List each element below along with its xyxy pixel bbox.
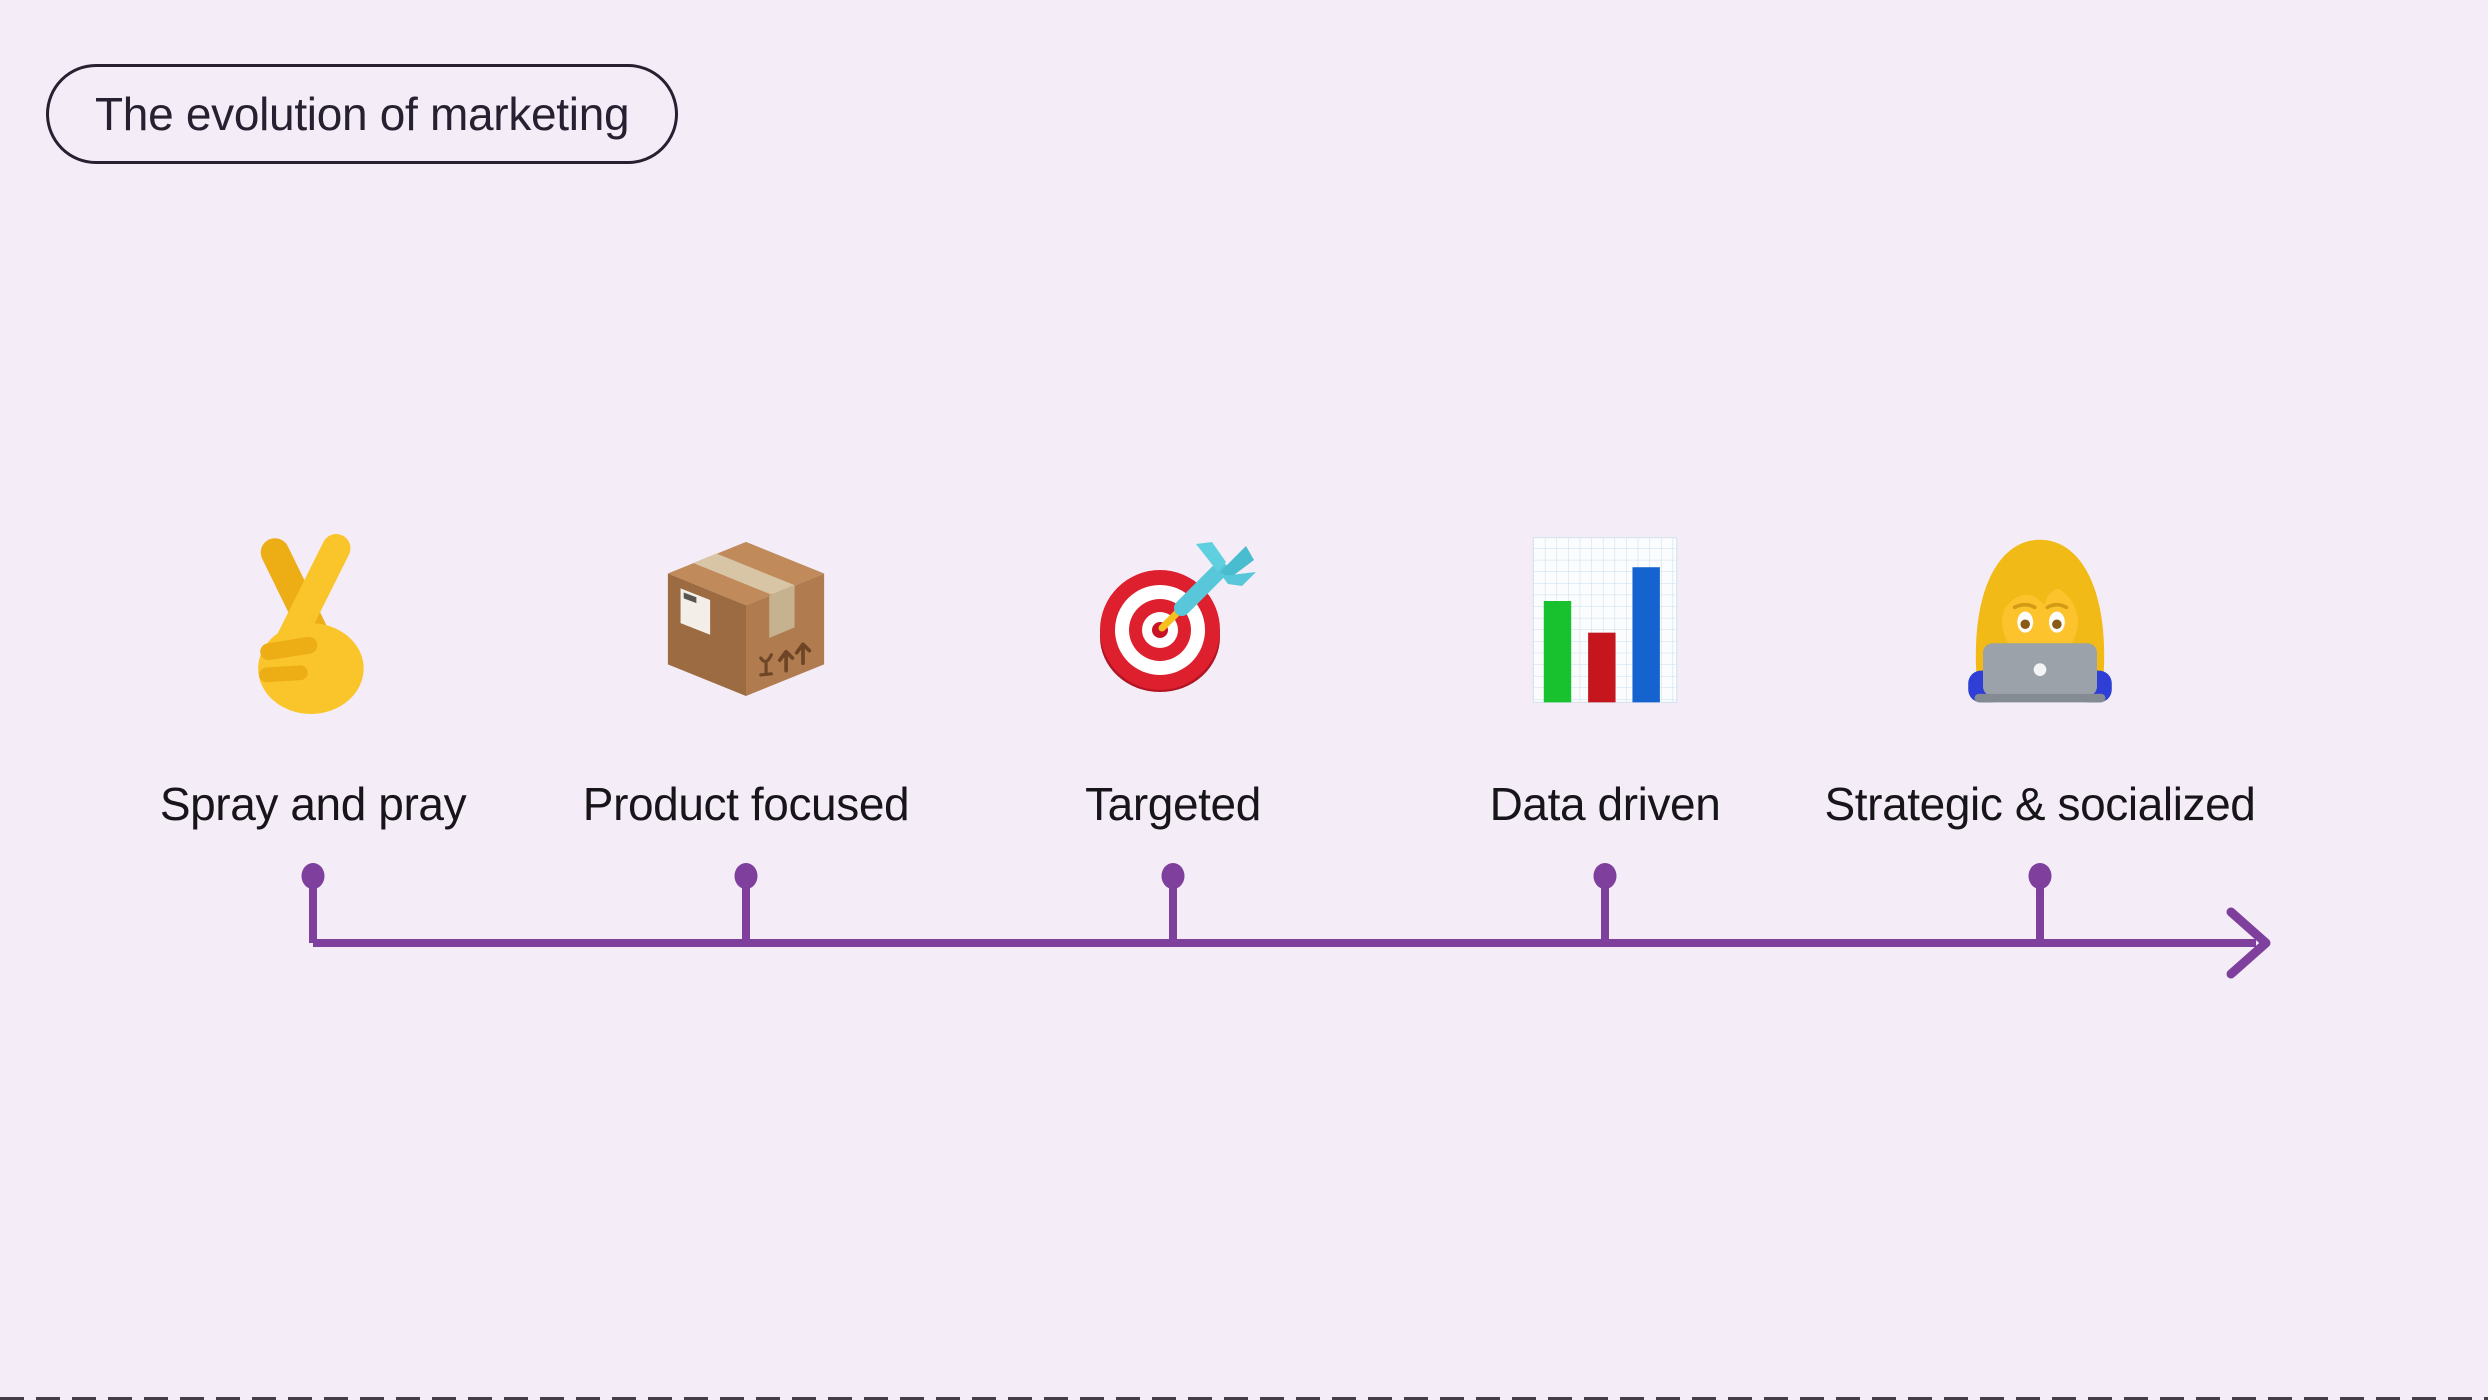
package-box-icon [651,525,841,715]
timeline-dot [734,863,758,889]
stage-label: Product focused [582,778,910,830]
page-title: The evolution of marketing [95,88,630,140]
stage-label: Data driven [1489,778,1721,830]
timeline-dot [2028,863,2052,889]
stage-label: Targeted [1085,778,1261,830]
crossed-fingers-icon [218,525,408,715]
stage-data-driven: Data driven [1325,525,1885,831]
stage-targeted: Targeted [893,525,1453,831]
dart-target-icon [1078,525,1268,715]
timeline-dot [301,863,325,889]
title-pill: The evolution of marketing [46,64,679,164]
stage-strategic-socialized: Strategic & socialized [1760,525,2320,831]
stage-product-focused: Product focused [466,525,1026,831]
bottom-edge-dashes [0,1397,2488,1400]
woman-technologist-icon [1945,525,2135,715]
timeline-dot [1161,863,1185,889]
stage-spray-and-pray: Spray and pray [33,525,593,831]
arrowhead-icon [2226,907,2271,979]
stage-label: Strategic & socialized [1824,778,2256,830]
stage-label: Spray and pray [159,778,467,830]
timeline-dot [1593,863,1617,889]
bar-chart-icon [1510,525,1700,715]
